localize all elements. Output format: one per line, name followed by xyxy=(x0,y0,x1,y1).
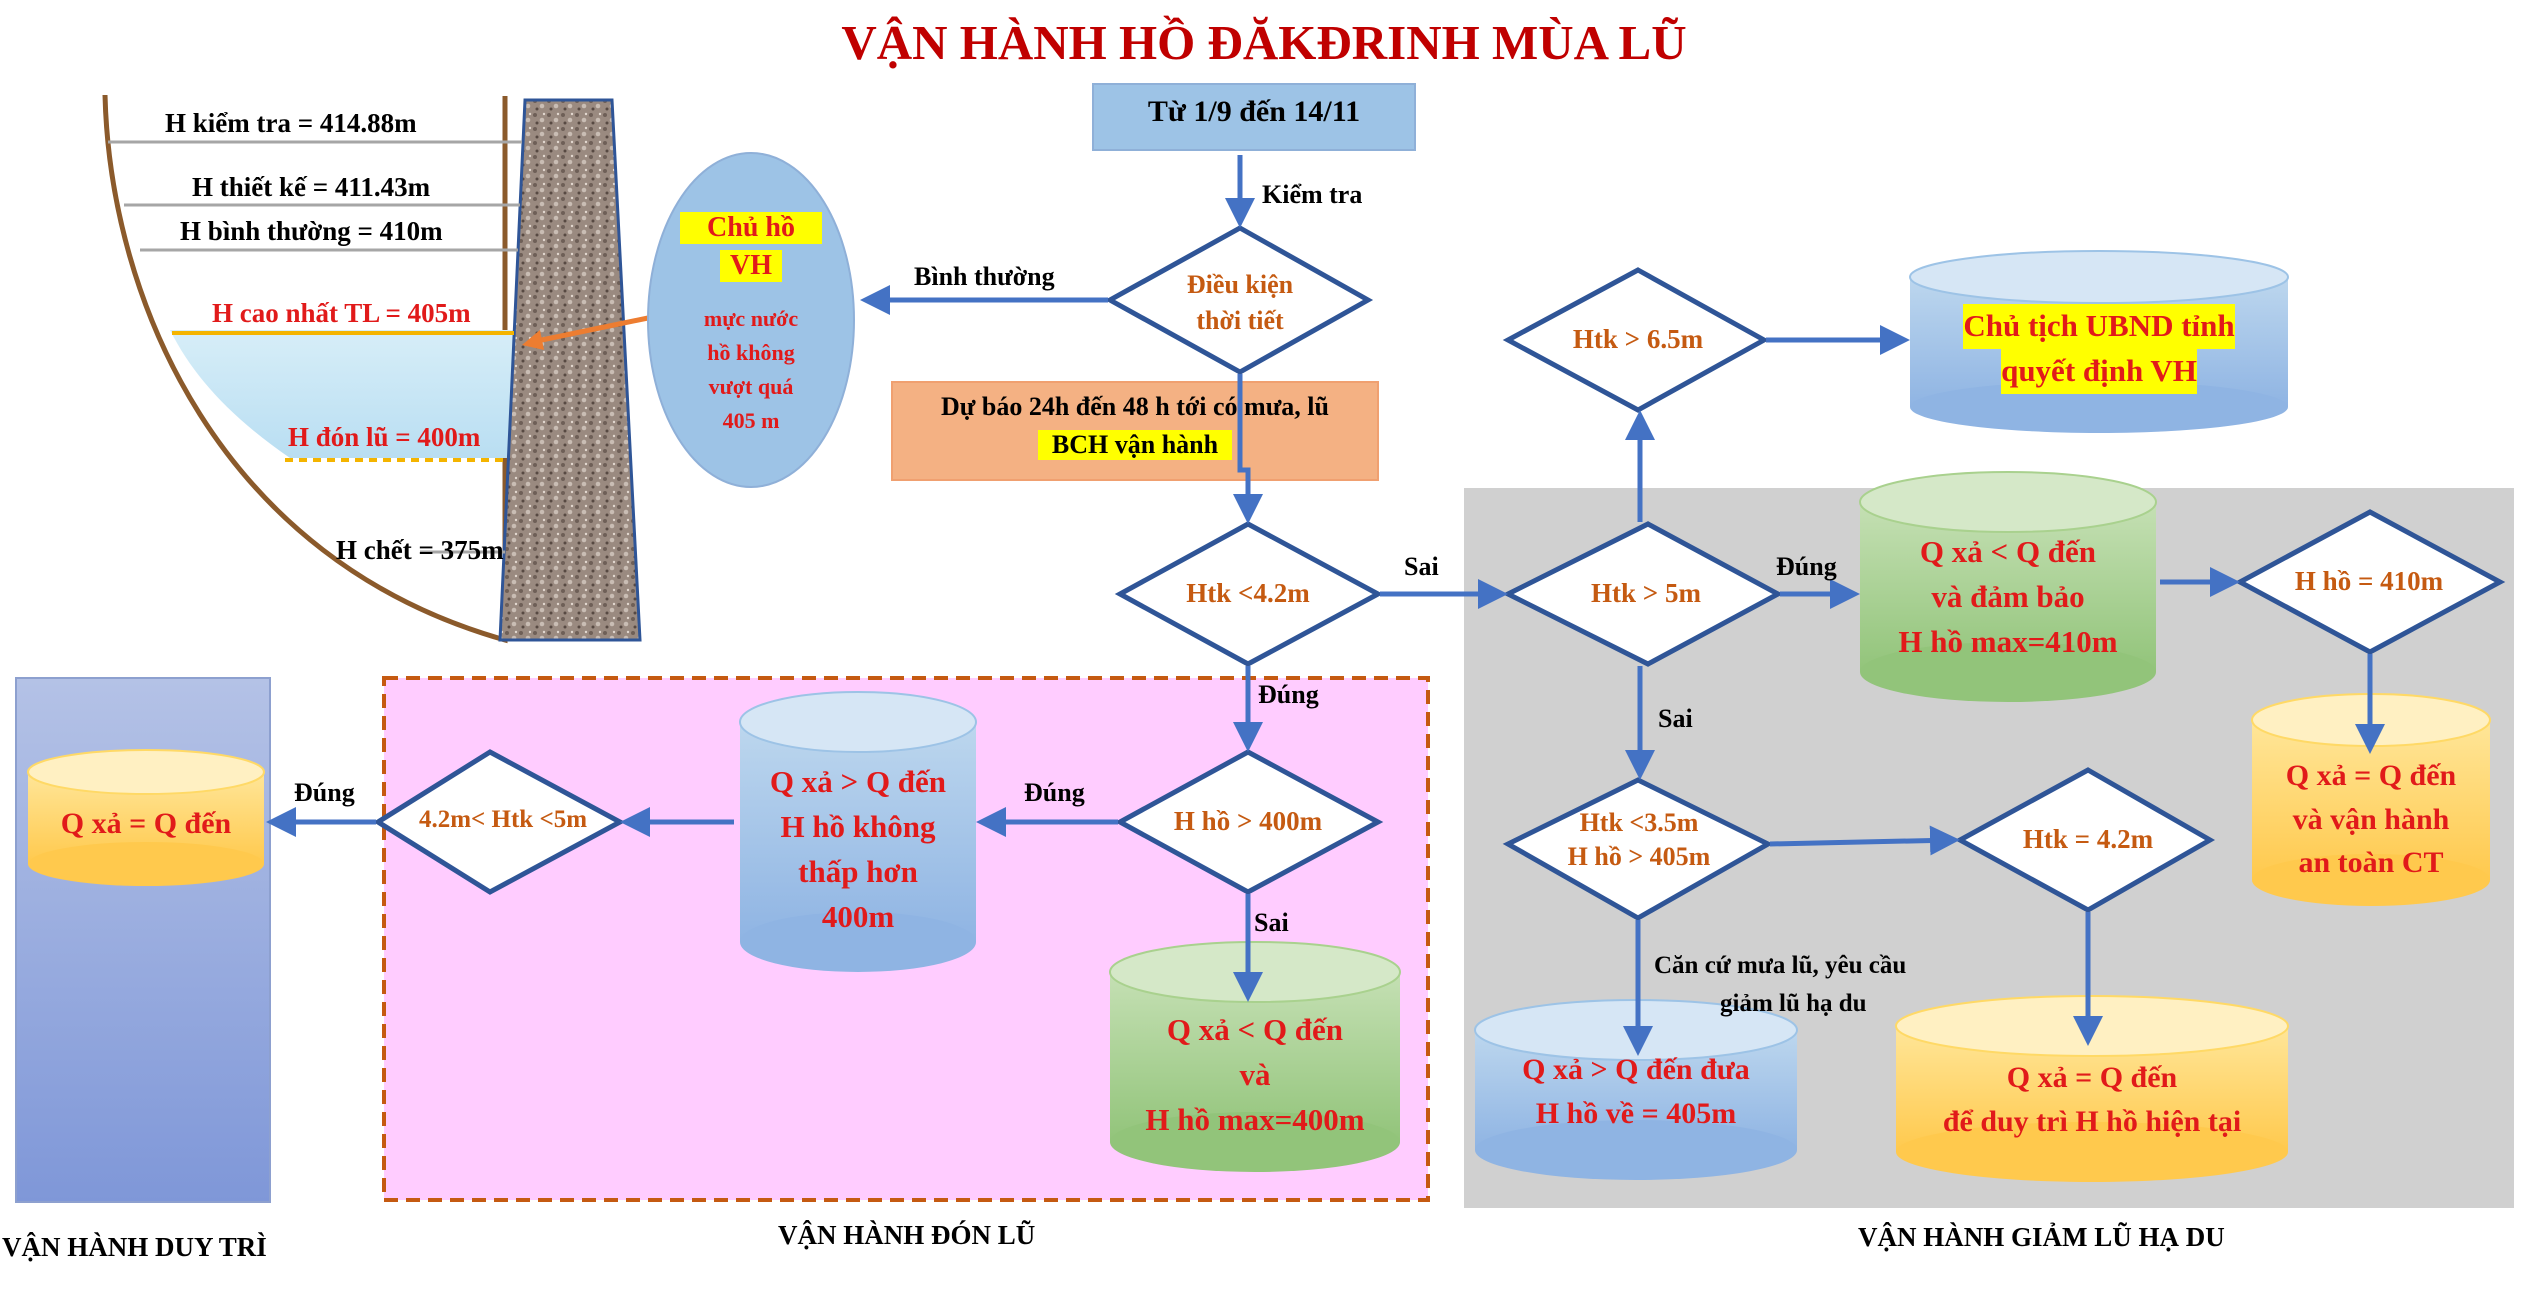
cyl-green-400-line3: H hồ max=400m xyxy=(1145,1101,1365,1137)
cyl-yellow-keep-line1: Q xả = Q đến xyxy=(2006,1061,2178,1094)
cyl-green-410-text: Q xả < Q đến và đảm bảo H hồ max=410m xyxy=(1860,530,2156,665)
cyl-yellow-left-text: Q xả = Q đến xyxy=(28,802,264,846)
edge-sai-2: Sai xyxy=(1254,908,1289,937)
edge-sai-3: Sai xyxy=(1658,704,1693,733)
htk-range-label: 4.2m< Htk <5m xyxy=(418,806,588,833)
cyl-blue-400-line1: Q xả > Q đến xyxy=(769,764,947,799)
htk-3-5-line1: Htk <3.5m xyxy=(1579,808,1699,837)
cyl-chair-line1: Chủ tịch UBND tỉnh xyxy=(1963,304,2235,349)
h-ho-400-label: H hồ > 400m xyxy=(1173,806,1323,836)
cyl-blue-405-line2: H hồ về = 405m xyxy=(1535,1096,1737,1130)
edge-dung-4: Đúng xyxy=(1776,552,1837,581)
weather-diamond-line2: thời tiết xyxy=(1196,306,1284,335)
htk-eq-4-2-diamond xyxy=(1954,767,2216,913)
label-h-binh-thuong: H bình thường = 410m xyxy=(180,216,443,246)
edge-dung-1: Đúng xyxy=(1258,680,1319,709)
edge-dung-3: Đúng xyxy=(294,778,355,807)
cyl-blue-400-line4: 400m xyxy=(821,898,895,934)
edge-kiem-tra: Kiểm tra xyxy=(1262,180,1363,209)
arrows xyxy=(266,155,2385,1056)
cyl-blue-400 xyxy=(739,691,977,972)
h-ho-400-diamond xyxy=(1114,749,1384,895)
label-h-chet: H chết = 375m xyxy=(336,535,504,565)
label-h-thiet-ke: H thiết kế = 411.43m xyxy=(192,172,431,202)
owner-ellipse-line3: mực nước xyxy=(703,306,799,331)
owner-ellipse-line5: vượt quá xyxy=(708,374,794,399)
owner-ellipse-line1: Chủ hồ xyxy=(680,212,822,244)
orange-arrow-head xyxy=(522,330,544,350)
label-h-cao-nhat: H cao nhất TL = 405m xyxy=(212,298,471,328)
period-box xyxy=(1092,83,1416,151)
weather-diamond xyxy=(1104,225,1374,375)
htk-5-diamond xyxy=(1502,521,1784,667)
htk-6-5-label: Htk > 6.5m xyxy=(1572,324,1704,354)
htk-3-5-line2: H hồ > 405m xyxy=(1567,842,1711,871)
dam-body xyxy=(498,98,642,642)
cyl-green-410 xyxy=(1859,471,2157,702)
terrain-slope xyxy=(102,94,508,644)
edge-sai-1: Sai xyxy=(1404,552,1439,581)
h-ho-410-label: H hồ = 410m xyxy=(2294,566,2444,596)
htk-3-5-diamond xyxy=(1502,777,1774,921)
cyl-green-400-line1: Q xả < Q đến xyxy=(1166,1012,1344,1047)
orange-pointer-arrow xyxy=(531,315,649,345)
htk-4-2-label: Htk <4.2m xyxy=(1186,578,1310,608)
cyl-yellow-left xyxy=(27,749,265,886)
cyl-green-400-text: Q xả < Q đến và H hồ max=400m xyxy=(1110,1008,1400,1143)
cyl-yellow-safe-line2: và vận hành xyxy=(2292,802,2450,836)
forecast-line2: BCH vận hành xyxy=(1038,430,1232,460)
htk-eq-4-2-label: Htk = 4.2m xyxy=(2022,824,2154,854)
cyl-yellow-safe-line3: an toàn CT xyxy=(2298,846,2444,879)
cyl-green-400-line2: và xyxy=(1239,1056,1271,1092)
cyl-yellow-keep-text: Q xả = Q đến để duy trì H hồ hiện tại xyxy=(1896,1056,2288,1143)
period-label: Từ 1/9 đến 14/11 xyxy=(1147,95,1361,128)
cyl-blue-405-text: Q xả > Q đến đưa H hồ về = 405m xyxy=(1475,1048,1797,1135)
owner-ellipse-line4: hồ không xyxy=(707,340,795,365)
edge-can-cu-line1: Căn cứ mưa lũ, yêu cầu xyxy=(1654,952,1907,979)
label-h-kiem-tra: H kiểm tra = 414.88m xyxy=(165,108,417,138)
section-don-lu: VẬN HÀNH ĐÓN LŨ xyxy=(778,1220,1036,1250)
cyl-yellow-safe-text: Q xả = Q đến và vận hành an toàn CT xyxy=(2252,754,2490,885)
cyl-yellow-keep-line2: để duy trì H hồ hiện tại xyxy=(1942,1104,2242,1138)
cyl-blue-400-line3: thấp hơn xyxy=(798,853,918,889)
cyl-green-410-line2: và đảm bảo xyxy=(1931,578,2085,614)
forecast-line1: Dự báo 24h đến 48 h tới có mưa, lũ xyxy=(941,392,1329,421)
label-h-don-lu: H đón lũ = 400m xyxy=(288,422,481,452)
owner-ellipse-line6: 405 m xyxy=(722,408,780,433)
edge-dung-2: Đúng xyxy=(1024,778,1085,807)
reservoir-water xyxy=(170,330,515,458)
htk-4-2-diamond xyxy=(1114,521,1384,667)
page-title: VẬN HÀNH HỒ ĐĂKĐRINH MÙA LŨ xyxy=(841,15,1687,70)
cyl-chair-line2: quyết định VH xyxy=(2001,348,2197,394)
owner-ellipse-line2: VH xyxy=(720,250,782,282)
cyl-green-410-line1: Q xả < Q đến xyxy=(1919,534,2097,569)
section-giam-lu: VẬN HÀNH GIẢM LŨ HẠ DU xyxy=(1858,1222,2225,1252)
section-duy-tri: VẬN HÀNH DUY TRÌ xyxy=(2,1232,267,1262)
cyl-chair-text: Chủ tịch UBND tỉnh quyết định VH xyxy=(1910,304,2288,394)
h-ho-410-diamond xyxy=(2234,509,2506,655)
cyl-blue-400-line2: H hồ không xyxy=(780,808,936,844)
weather-diamond-line1: Điều kiện xyxy=(1186,270,1294,299)
edge-binh-thuong: Bình thường xyxy=(914,262,1055,291)
cyl-blue-400-text: Q xả > Q đến H hồ không thấp hơn 400m xyxy=(740,760,976,940)
htk-5-label: Htk > 5m xyxy=(1591,578,1701,608)
edge-can-cu-line2: giảm lũ hạ du xyxy=(1720,990,1867,1017)
cyl-yellow-left-line1: Q xả = Q đến xyxy=(60,807,232,840)
htk-range-diamond xyxy=(373,749,626,895)
cyl-green-410-line3: H hồ max=410m xyxy=(1898,623,2118,659)
cyl-yellow-safe-line1: Q xả = Q đến xyxy=(2285,759,2457,792)
cyl-blue-405 xyxy=(1474,999,1798,1180)
cyl-blue-405-line1: Q xả > Q đến đưa xyxy=(1522,1053,1750,1086)
